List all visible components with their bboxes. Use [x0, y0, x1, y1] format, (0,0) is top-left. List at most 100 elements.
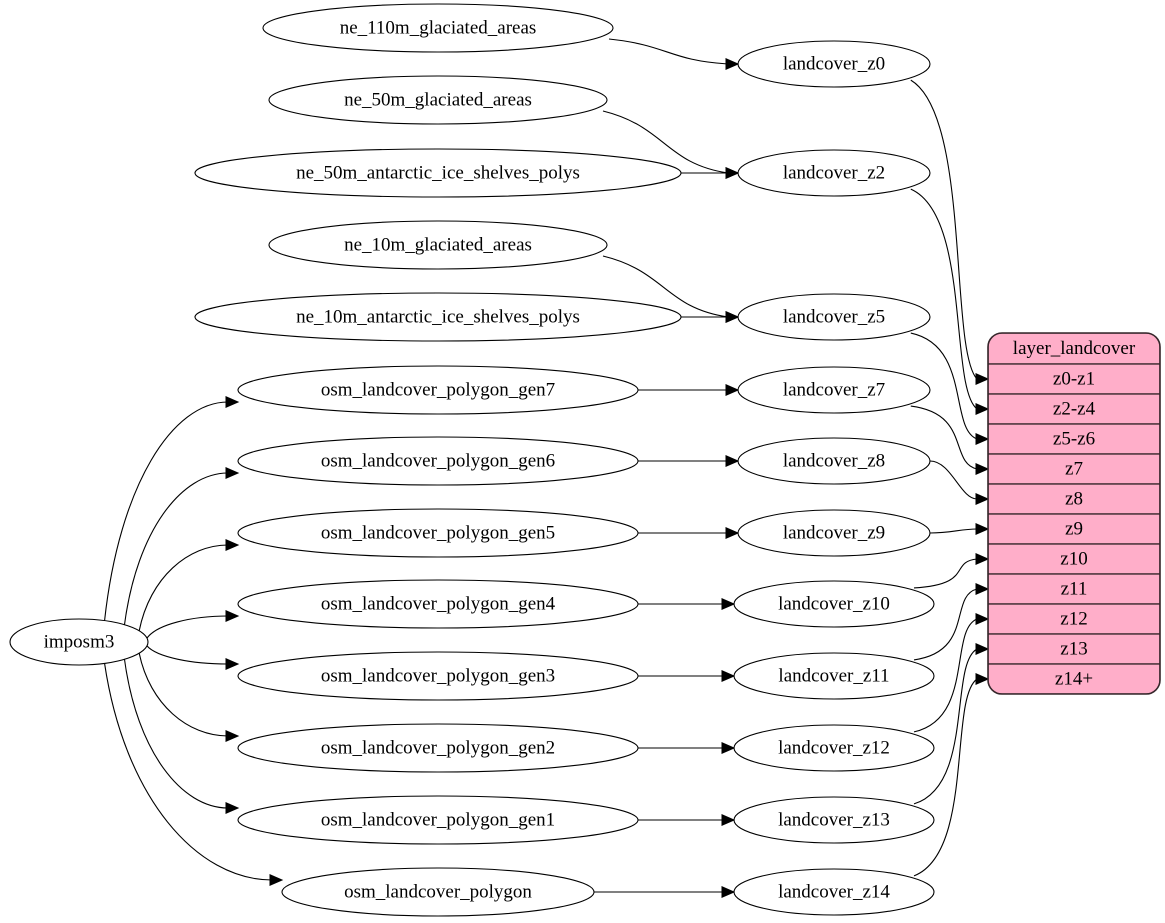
- layer-table-row-cell: [988, 513, 1160, 545]
- graph-node-landcover-z0[interactable]: landcover_z0: [737, 40, 931, 88]
- edge-arrowhead: [975, 523, 990, 535]
- graph-node-landcover-z7[interactable]: landcover_z7: [737, 366, 931, 414]
- graph-node-osm-landcover-polygon-gen1[interactable]: osm_landcover_polygon_gen1: [237, 795, 639, 845]
- graph-node-landcover-z12[interactable]: landcover_z12: [733, 724, 935, 772]
- node-label: ne_10m_glaciated_areas: [344, 234, 532, 255]
- layer-table-row[interactable]: z8: [988, 483, 1160, 515]
- graph-node-landcover-z10[interactable]: landcover_z10: [733, 580, 935, 628]
- edge-arrowhead: [975, 583, 990, 595]
- landcover-node-ellipse: [737, 437, 931, 485]
- node-label: osm_landcover_polygon_gen1: [321, 809, 555, 830]
- graph-node-landcover-z8[interactable]: landcover_z8: [737, 437, 931, 485]
- edge-arrowhead: [269, 874, 284, 886]
- edge-imposm3-to-osm: [104, 663, 273, 881]
- node-label: ne_110m_glaciated_areas: [340, 17, 537, 38]
- layer-table-row[interactable]: z11: [988, 573, 1160, 605]
- osm-table-node-ellipse: [237, 795, 639, 845]
- graph-node-osm-landcover-polygon-gen3[interactable]: osm_landcover_polygon_gen3: [237, 651, 639, 701]
- layer-table-row-cell: [988, 543, 1160, 575]
- graph-node-landcover-z14[interactable]: landcover_z14: [733, 868, 935, 916]
- landcover-node-ellipse: [733, 652, 935, 700]
- layer-table-row[interactable]: z10: [988, 543, 1160, 575]
- edge-arrowhead: [975, 433, 990, 445]
- edge-arrowhead: [721, 742, 736, 754]
- edge-arrowhead: [725, 167, 740, 179]
- landcover-node-ellipse: [737, 293, 931, 341]
- layer-table-row[interactable]: z5-z6: [988, 423, 1160, 455]
- layer-table-row[interactable]: z14+: [988, 663, 1160, 694]
- edge-source-to-landcover: [602, 255, 729, 318]
- edge-arrowhead: [725, 527, 740, 539]
- edge-imposm3-to-osm: [104, 401, 229, 621]
- edge-arrowhead: [975, 613, 990, 625]
- layer-table-row-label: z11: [1061, 578, 1088, 599]
- node-label: landcover_z0: [783, 53, 885, 74]
- node-label: landcover_z10: [778, 593, 890, 614]
- graph-node-ne-50m-glaciated-areas[interactable]: ne_50m_glaciated_areas: [268, 75, 608, 125]
- layer-table-row-cell: [988, 663, 1160, 694]
- graph-node-landcover-z5[interactable]: landcover_z5: [737, 293, 931, 341]
- graph-node-ne-10m-antarctic-ice-shelves-polys[interactable]: ne_10m_antarctic_ice_shelves_polys: [194, 292, 682, 342]
- edge-arrowhead: [225, 658, 240, 670]
- layer-table-row-label: z2-z4: [1053, 398, 1096, 419]
- node-label: osm_landcover_polygon_gen7: [321, 379, 555, 400]
- edge-landcover-to-layer-row: [910, 405, 978, 470]
- layer-table-row[interactable]: z0-z1: [988, 363, 1160, 395]
- graph-node-ne-10m-glaciated-areas[interactable]: ne_10m_glaciated_areas: [268, 220, 608, 270]
- layer-table-row[interactable]: z7: [988, 453, 1160, 485]
- natural-earth-node-ellipse: [262, 3, 614, 53]
- graph-node-ne-50m-antarctic-ice-shelves-polys[interactable]: ne_50m_antarctic_ice_shelves_polys: [194, 148, 682, 198]
- layer-table-row-cell: [988, 633, 1160, 665]
- edge-arrowhead: [225, 539, 240, 551]
- graph-node-osm-landcover-polygon-gen7[interactable]: osm_landcover_polygon_gen7: [237, 365, 639, 415]
- landcover-node-ellipse: [733, 796, 935, 844]
- graph-node-osm-landcover-polygon-gen5[interactable]: osm_landcover_polygon_gen5: [237, 508, 639, 558]
- graph-node-ne-110m-glaciated-areas[interactable]: ne_110m_glaciated_areas: [262, 3, 614, 53]
- edge-arrowhead: [975, 553, 990, 565]
- layer-table-row[interactable]: z12: [988, 603, 1160, 635]
- graph-node-landcover-z2[interactable]: landcover_z2: [737, 149, 931, 197]
- edge-imposm3-to-osm: [138, 544, 229, 631]
- landcover-node-ellipse: [733, 724, 935, 772]
- graph-node-osm-landcover-polygon-gen4[interactable]: osm_landcover_polygon_gen4: [237, 579, 639, 629]
- graph-node-landcover-z9[interactable]: landcover_z9: [737, 509, 931, 557]
- osm-table-node-ellipse: [237, 579, 639, 629]
- graph-node-landcover-z11[interactable]: landcover_z11: [733, 652, 935, 700]
- osm-table-node-ellipse: [237, 365, 639, 415]
- layer-table-row[interactable]: z9: [988, 513, 1160, 545]
- node-label: landcover_z5: [783, 306, 885, 327]
- layer-table-header-label: layer_landcover: [1013, 338, 1136, 359]
- node-label: landcover_z7: [783, 379, 885, 400]
- edge-source-to-landcover: [608, 38, 729, 65]
- graph-node-osm-landcover-polygon[interactable]: osm_landcover_polygon: [281, 867, 595, 917]
- graph-node-imposm3[interactable]: imposm3: [9, 618, 149, 666]
- natural-earth-node-ellipse: [268, 75, 608, 125]
- landcover-node-ellipse: [737, 149, 931, 197]
- graph-node-osm-landcover-polygon-gen2[interactable]: osm_landcover_polygon_gen2: [237, 723, 639, 773]
- layer-table-row[interactable]: z13: [988, 633, 1160, 665]
- osm-table-node-ellipse: [281, 867, 595, 917]
- layer-table-row-cell: [988, 453, 1160, 485]
- edge-arrowhead: [975, 403, 990, 415]
- edge-arrowhead: [725, 384, 740, 396]
- edge-arrowhead: [721, 670, 736, 682]
- layer-table-header[interactable]: layer_landcover: [988, 333, 1160, 365]
- graph-node-landcover-z13[interactable]: landcover_z13: [733, 796, 935, 844]
- edge-landcover-to-layer-row: [910, 188, 978, 410]
- edge-imposm3-to-osm: [146, 615, 229, 639]
- landcover-node-ellipse: [737, 509, 931, 557]
- layer-table-row-cell: [988, 393, 1160, 425]
- landcover-node-ellipse: [737, 366, 931, 414]
- edge-landcover-to-layer-row: [913, 648, 978, 805]
- source-node-ellipse: [9, 618, 149, 666]
- layer-table-row[interactable]: z2-z4: [988, 393, 1160, 425]
- graph-node-osm-landcover-polygon-gen6[interactable]: osm_landcover_polygon_gen6: [237, 436, 639, 486]
- layer-table-row-label: z9: [1065, 518, 1083, 539]
- edge-arrowhead: [225, 610, 240, 622]
- layer-table-row-label: z10: [1060, 548, 1087, 569]
- node-label: osm_landcover_polygon_gen3: [321, 665, 555, 686]
- layer-table-row-label: z14+: [1055, 668, 1093, 689]
- edge-arrowhead: [225, 730, 240, 742]
